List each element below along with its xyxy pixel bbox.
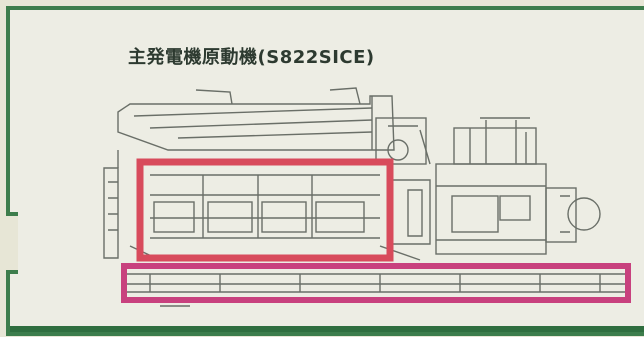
frame-bottom-rule <box>10 326 644 332</box>
diagram-title: 主発電機原動機(S822SICE) <box>128 47 375 68</box>
engine-block-highlight <box>136 158 394 262</box>
frame-left-notch <box>6 216 18 270</box>
frame-step-top <box>6 212 18 216</box>
frame-step-bottom <box>6 270 18 274</box>
engine-outline <box>103 87 628 307</box>
diagram-frame <box>6 6 644 336</box>
base-frame-highlight <box>121 263 631 303</box>
